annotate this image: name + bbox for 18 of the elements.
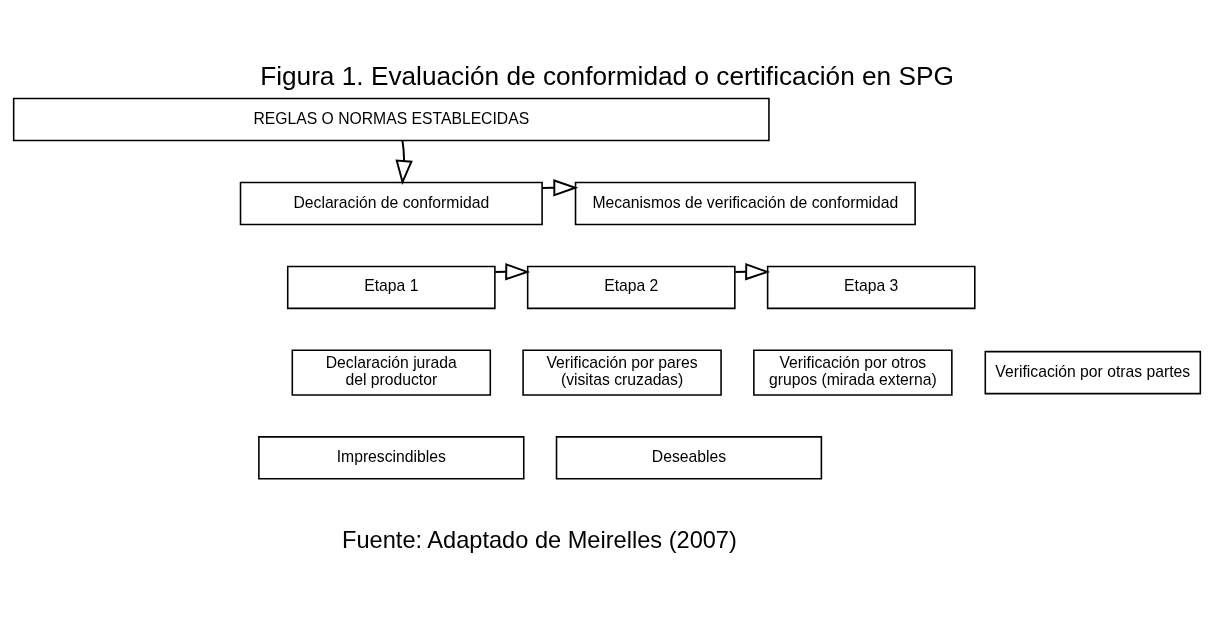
arrow xyxy=(734,262,771,280)
node-box: Verificación por otras partes xyxy=(984,350,1202,394)
node-box: Deseables xyxy=(555,435,823,480)
node-box: Mecanismos de verificación de conformidad xyxy=(574,181,916,225)
node-box: Etapa 2 xyxy=(526,265,736,309)
node-box: Etapa 1 xyxy=(286,265,496,309)
node-box: Declaración de conformidad xyxy=(239,181,543,225)
caption: Fuente: Adaptado de Meirelles (2007) xyxy=(342,526,737,553)
arrow xyxy=(395,139,413,185)
arrow xyxy=(541,178,579,197)
node-box: Declaración jurada del productor xyxy=(291,349,492,396)
arrow xyxy=(494,262,531,280)
node-box: Imprescindibles xyxy=(258,435,525,480)
node-box: Verificación por pares (visitas cruzadas) xyxy=(522,349,722,396)
node-box: REGLAS O NORMAS ESTABLECIDAS xyxy=(12,97,770,141)
diagram-title: Figura 1. Evaluación de conformidad o certificación en SPG xyxy=(260,60,954,91)
node-box: Etapa 3 xyxy=(766,265,976,309)
node-box: Verificación por otros grupos (mirada externa) xyxy=(753,349,953,396)
